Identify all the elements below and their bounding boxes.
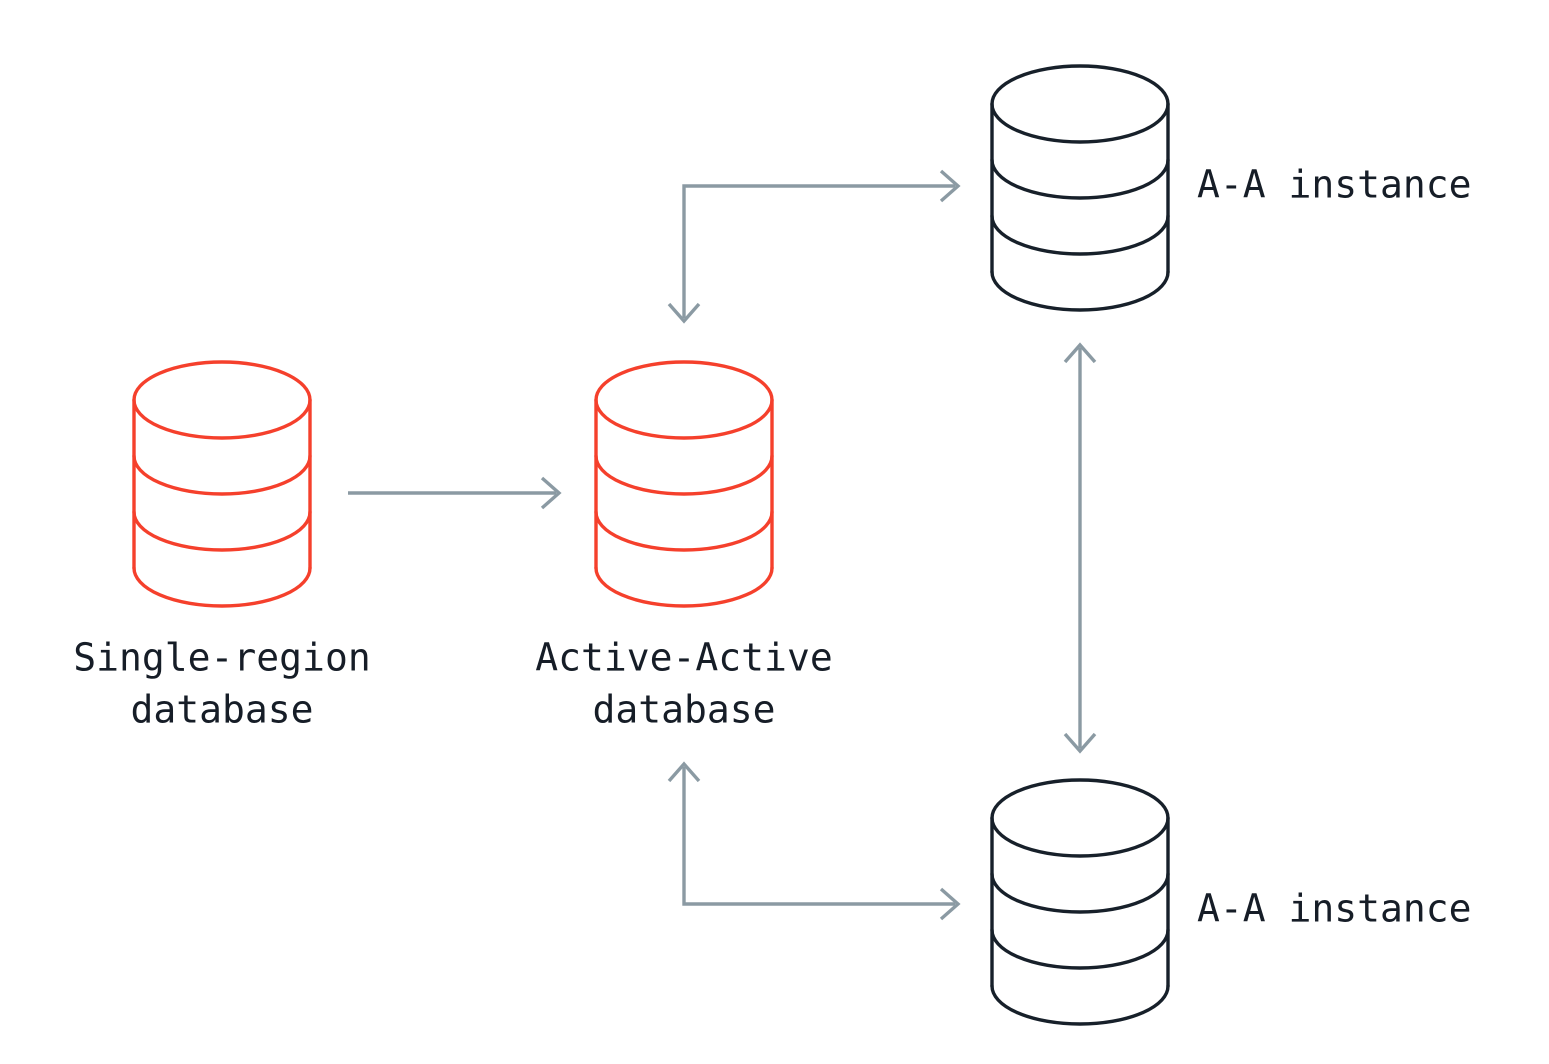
cylinder-top-disc xyxy=(990,64,1170,144)
cylinder-back-arc xyxy=(594,454,774,496)
cylinder-front-arc xyxy=(990,158,1170,200)
cylinder-front-arc xyxy=(132,454,312,496)
arrowhead-up-icon xyxy=(667,761,701,783)
arrowhead-right-icon xyxy=(939,887,961,921)
cylinder-bottom-arc xyxy=(990,270,1170,312)
cylinder-top-disc xyxy=(990,778,1170,858)
cylinder-back-arc xyxy=(132,454,312,496)
cylinder-top-disc xyxy=(594,360,774,440)
connector-line xyxy=(682,767,955,906)
arrowhead-right-icon xyxy=(939,169,961,203)
cylinder-back-arc xyxy=(990,158,1170,200)
cylinder-front-arc xyxy=(990,214,1170,256)
cylinder-back-arc xyxy=(990,270,1170,312)
arrowhead-down-icon xyxy=(1063,732,1097,754)
cylinder-back-arc xyxy=(132,510,312,552)
node-active-active-database[interactable]: Active-Active database xyxy=(535,360,833,732)
cylinder-front-arc xyxy=(990,928,1170,970)
arrowhead-down-icon xyxy=(667,302,701,324)
cylinder-front-arc xyxy=(594,454,774,496)
connector-instance-replication[interactable] xyxy=(1063,342,1097,754)
cylinder-front-arc xyxy=(990,872,1170,914)
cylinder-back-arc xyxy=(594,566,774,608)
connector-line xyxy=(682,184,955,318)
label-active-active-line1: Active-Active xyxy=(535,636,832,680)
connector-active-to-top-instance[interactable] xyxy=(667,169,961,324)
label-single-region-line1: Single-region xyxy=(73,636,370,680)
connector-single-to-active[interactable] xyxy=(348,476,562,510)
cylinder-front-arc xyxy=(594,510,774,552)
cylinder-bottom-arc xyxy=(594,566,774,608)
cylinder-back-arc xyxy=(990,928,1170,970)
cylinder-bottom-arc xyxy=(990,984,1170,1026)
cylinder-bottom-arc xyxy=(132,566,312,608)
cylinder-front-arc xyxy=(132,510,312,552)
arrowhead-right-icon xyxy=(540,476,562,510)
cylinder-back-arc xyxy=(132,566,312,608)
label-aa-instance-top: A-A instance xyxy=(1197,163,1472,207)
cylinder-top-disc xyxy=(132,360,312,440)
label-single-region-line2: database xyxy=(130,688,313,732)
cylinder-back-arc xyxy=(990,872,1170,914)
arrowhead-up-icon xyxy=(1063,342,1097,364)
cylinder-back-arc xyxy=(594,510,774,552)
cylinder-back-arc xyxy=(990,214,1170,256)
label-aa-instance-bottom: A-A instance xyxy=(1197,887,1472,931)
cylinder-back-arc xyxy=(990,984,1170,1026)
label-active-active-line2: database xyxy=(592,688,775,732)
node-single-region-database[interactable]: Single-region database xyxy=(73,360,371,732)
connector-bottom-instance-to-active[interactable] xyxy=(667,761,961,921)
node-aa-instance-top[interactable]: A-A instance xyxy=(990,64,1472,312)
node-aa-instance-bottom[interactable]: A-A instance xyxy=(990,778,1472,1026)
